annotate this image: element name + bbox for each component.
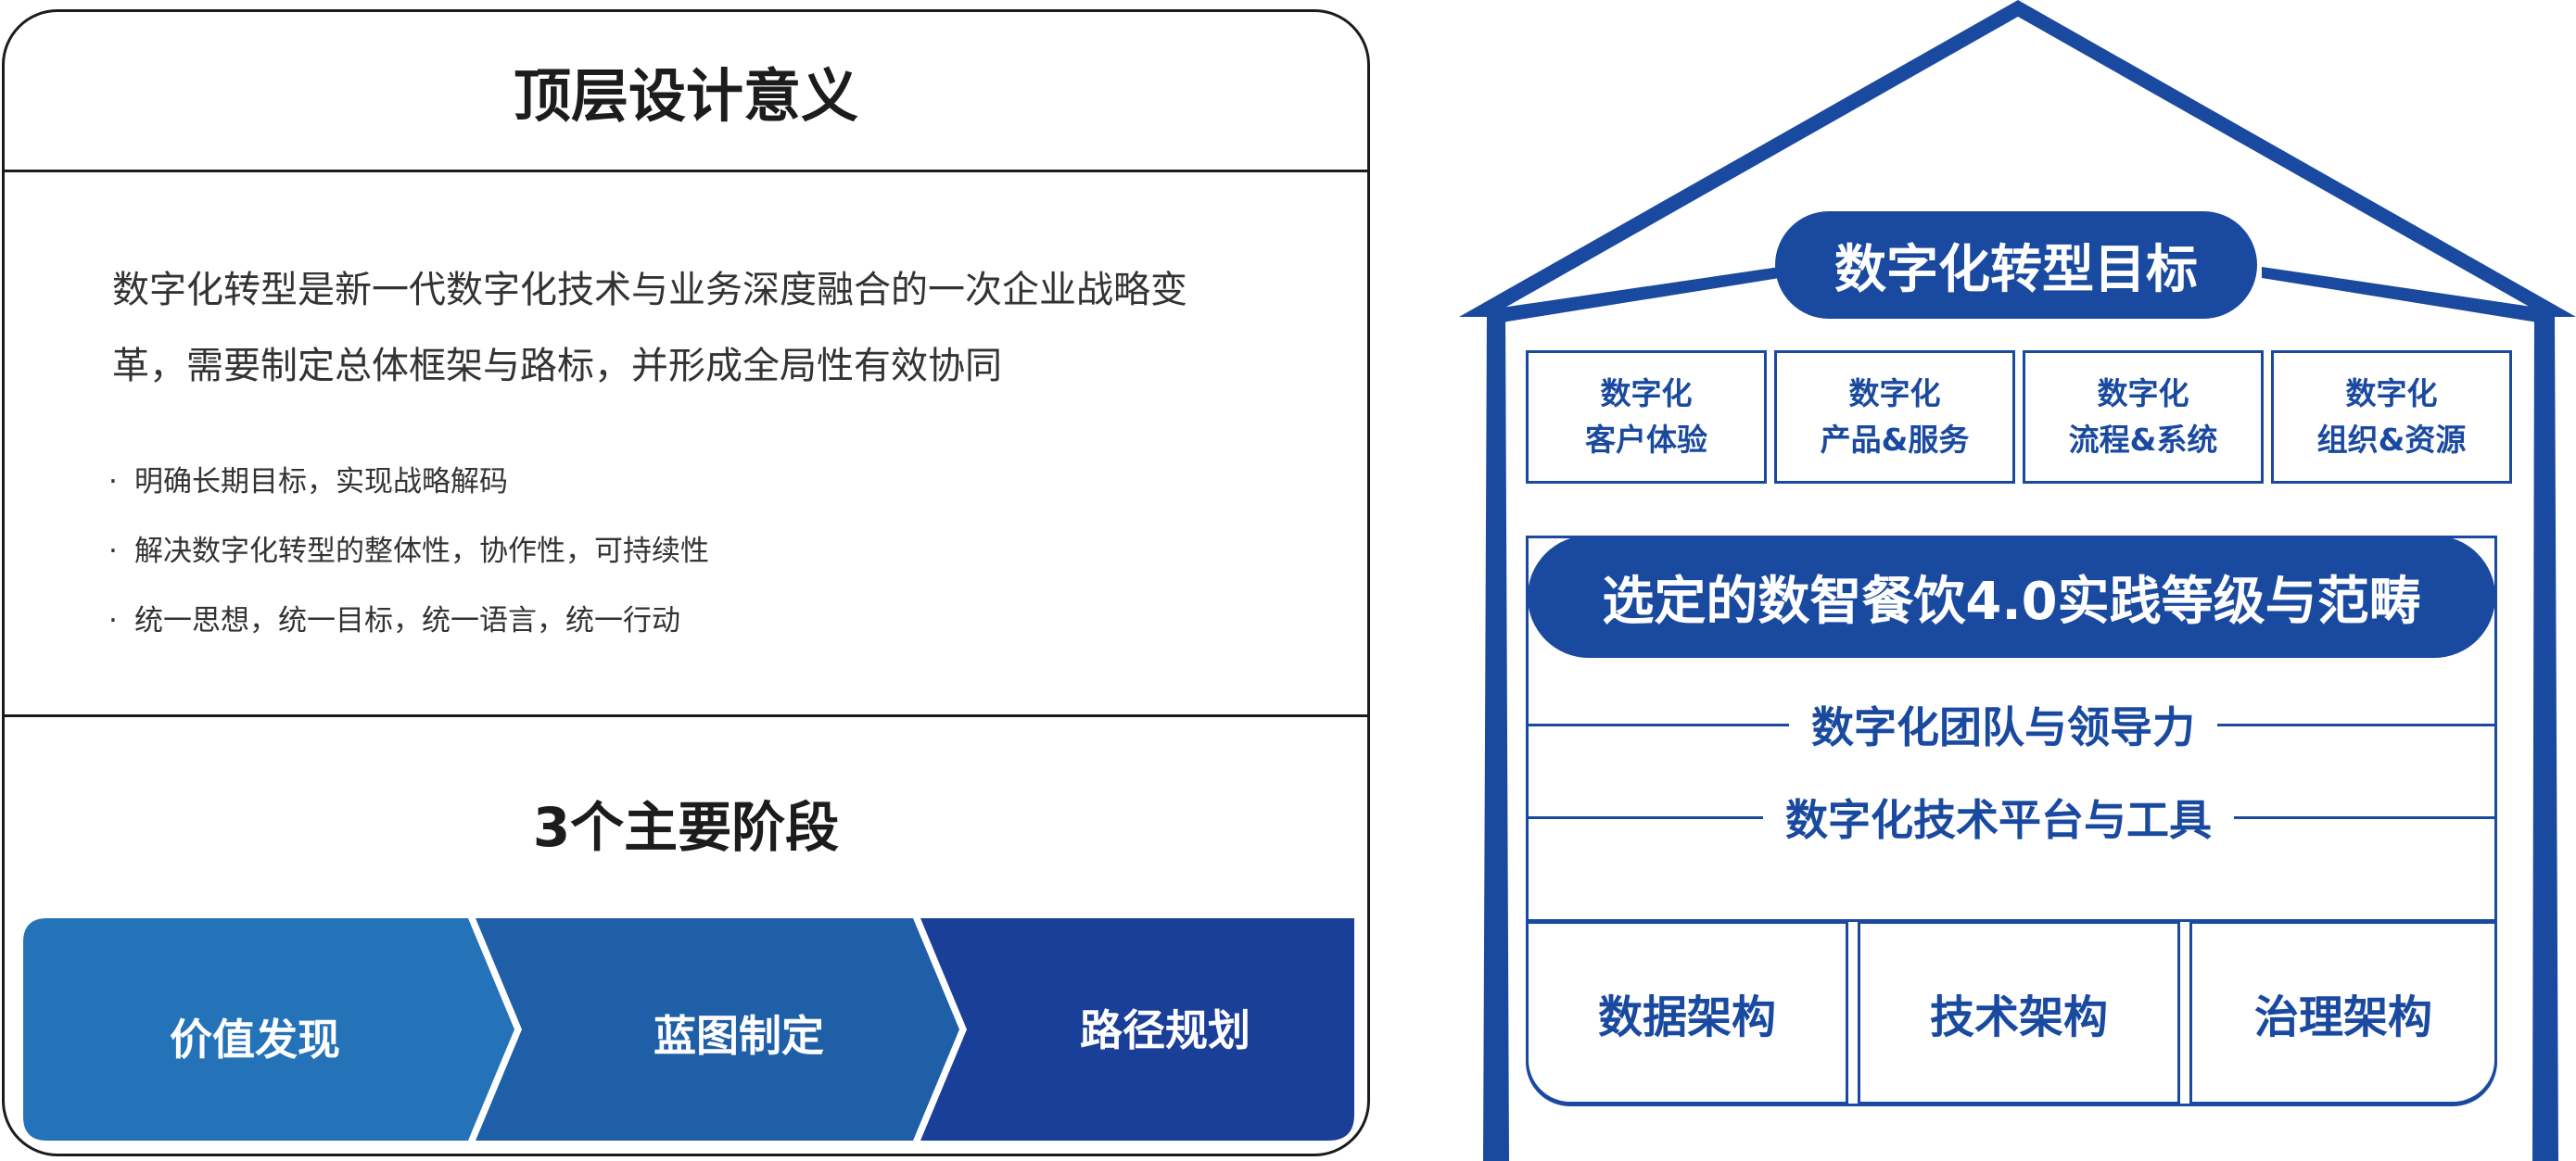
pillar-process-system: 数字化 流程&系统 bbox=[2023, 350, 2264, 484]
layer-tech-platform: 数字化技术平台与工具 bbox=[1528, 789, 2495, 845]
eave-right bbox=[2262, 267, 2538, 322]
panel-title: 顶层设计意义 bbox=[513, 62, 858, 130]
bullet-text: 统一思想，统一目标，统一语言，统一行动 bbox=[134, 604, 680, 637]
stage-chevrons: 价值发现 蓝图制定 路径规划 bbox=[23, 918, 1354, 1144]
arch-governance: 治理架构 bbox=[2189, 921, 2497, 1104]
stage-chevron-1 bbox=[23, 918, 514, 1141]
pillar-line: 组织&资源 bbox=[2316, 422, 2467, 458]
bullet-text: 明确长期目标，实现战略解码 bbox=[134, 465, 508, 498]
intro-line: 革，需要制定总体框架与路标，并形成全局性有效协同 bbox=[112, 345, 1002, 387]
top-level-design-panel: 顶层设计意义 数字化转型是新一代数字化技术与业务深度融合的一次企业战略变 革，需… bbox=[2, 9, 1370, 1156]
wall-left bbox=[1483, 306, 1509, 1161]
pillar-line: 客户体验 bbox=[1585, 422, 1707, 458]
pillar-line: 流程&系统 bbox=[2068, 422, 2218, 458]
pillar-organization-resource: 数字化 组织&资源 bbox=[2271, 350, 2512, 484]
chevron-svg bbox=[23, 918, 1354, 1141]
stage-label-1: 价值发现 bbox=[170, 1015, 340, 1065]
layer-rule bbox=[2234, 815, 2495, 819]
stage-label-3: 路径规划 bbox=[1080, 1005, 1250, 1055]
pillar-line: 产品&服务 bbox=[1820, 422, 1970, 458]
arch-data: 数据架构 bbox=[1526, 921, 1848, 1104]
layer-leadership: 数字化团队与领导力 bbox=[1528, 697, 2495, 752]
foundation-divider bbox=[1528, 919, 2495, 922]
stage-chevron-2 bbox=[476, 918, 959, 1141]
stage-chevron-3 bbox=[920, 918, 1354, 1141]
house-framework: 数字化转型目标 数字化 客户体验 数字化 产品&服务 数字化 流程&系统 数字化… bbox=[1446, 0, 2576, 1161]
wall-right bbox=[2532, 306, 2558, 1161]
layer-label: 数字化技术平台与工具 bbox=[1785, 795, 2212, 845]
stage-label-2: 蓝图制定 bbox=[654, 1011, 824, 1061]
arch-technology: 技术架构 bbox=[1858, 921, 2180, 1104]
bullet-text: 解决数字化转型的整体性，协作性，可持续性 bbox=[134, 535, 709, 568]
bullet-dot-icon: · bbox=[108, 604, 118, 637]
house-frame-svg bbox=[1459, 0, 2576, 1161]
bullet-item: · 明确长期目标，实现战略解码 bbox=[108, 448, 1276, 517]
pillar-product-service: 数字化 产品&服务 bbox=[1774, 350, 2015, 484]
bullet-list: · 明确长期目标，实现战略解码 · 解决数字化转型的整体性，协作性，可持续性 ·… bbox=[108, 448, 1276, 656]
bullet-dot-icon: · bbox=[108, 535, 118, 568]
pillar-line: 数字化 bbox=[1600, 375, 1693, 411]
layer-rule bbox=[2217, 723, 2495, 726]
pillar-customer-experience: 数字化 客户体验 bbox=[1526, 350, 1767, 484]
layer-label: 数字化团队与领导力 bbox=[1811, 702, 2195, 752]
bullet-item: · 统一思想，统一目标，统一语言，统一行动 bbox=[108, 587, 1276, 656]
title-divider bbox=[5, 170, 1367, 172]
eave-left bbox=[1502, 267, 1780, 322]
intro-line: 数字化转型是新一代数字化技术与业务深度融合的一次企业战略变 bbox=[112, 269, 1187, 311]
goal-pill: 数字化转型目标 bbox=[1775, 211, 2257, 319]
layer-rule bbox=[1528, 723, 1789, 726]
bullet-dot-icon: · bbox=[108, 465, 118, 498]
intro-text: 数字化转型是新一代数字化技术与业务深度融合的一次企业战略变 革，需要制定总体框架… bbox=[112, 246, 1280, 410]
stages-title: 3个主要阶段 bbox=[532, 796, 840, 859]
layer-rule bbox=[1528, 815, 1763, 819]
section-divider bbox=[5, 714, 1367, 717]
pillar-line: 数字化 bbox=[2097, 375, 2189, 411]
bullet-item: · 解决数字化转型的整体性，协作性，可持续性 bbox=[108, 517, 1276, 587]
pillar-line: 数字化 bbox=[2345, 375, 2438, 411]
practice-pill: 选定的数智餐饮4.0实践等级与范畴 bbox=[1528, 536, 2495, 658]
pillar-line: 数字化 bbox=[1848, 375, 1941, 411]
